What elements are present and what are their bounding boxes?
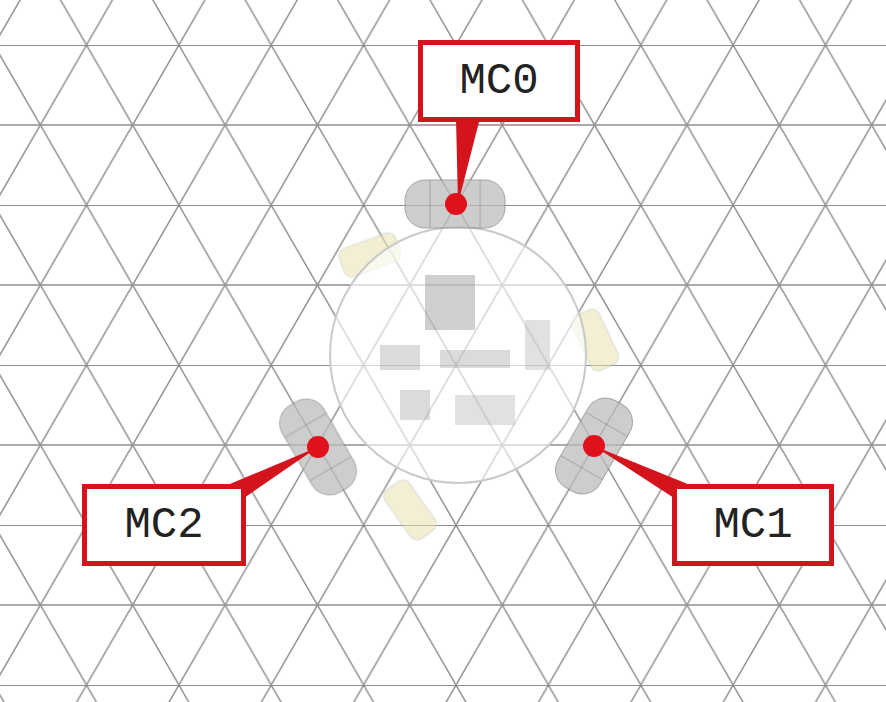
callout-pointer	[456, 118, 480, 204]
marker-dot	[307, 436, 329, 458]
omni-wheel	[272, 392, 364, 503]
callout-box: MC0	[418, 40, 580, 122]
callout-box: MC2	[82, 484, 246, 566]
callout-label: MC2	[124, 501, 203, 549]
callout-label: MC1	[713, 501, 792, 549]
marker-dot	[583, 435, 605, 457]
callout-box: MC1	[672, 484, 834, 566]
marker-dot	[445, 193, 467, 215]
circuit-board	[380, 275, 550, 425]
omni-wheel	[548, 391, 640, 502]
omni-wheel	[405, 180, 505, 228]
callout-label: MC0	[459, 57, 538, 105]
robot-body	[330, 227, 586, 483]
